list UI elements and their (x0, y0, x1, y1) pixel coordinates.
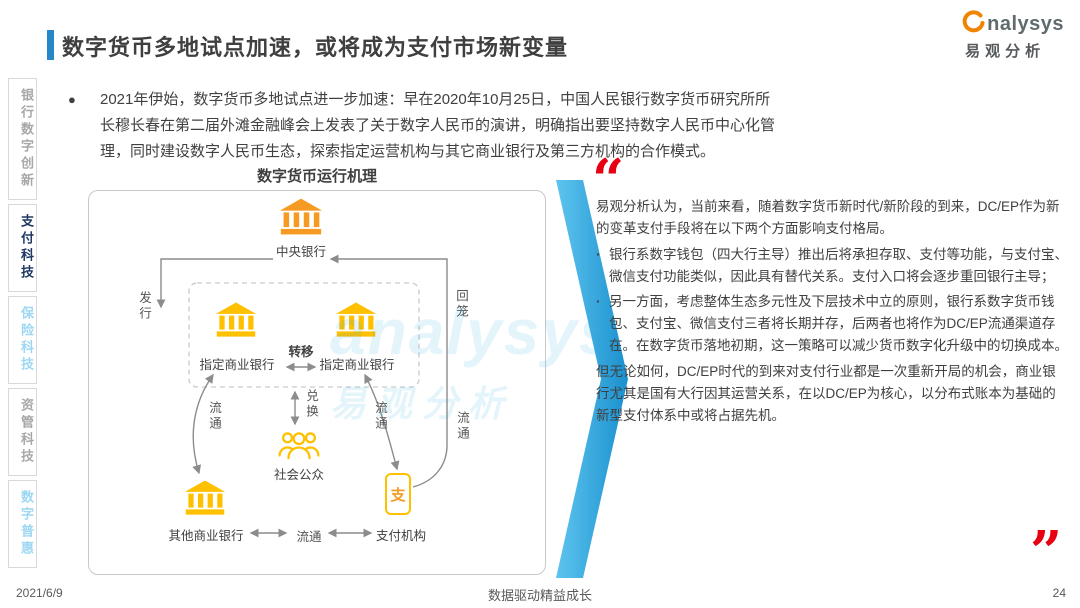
sidebar-item-insurance-tech[interactable]: 保险科技 (8, 296, 37, 384)
analysis-text-block: 易观分析认为，当前来看，随着数字货币新时代/新阶段的到来，DC/EP作为新的变革… (596, 196, 1068, 431)
payment-label: 支付机构 (375, 529, 426, 543)
issue-arrow (156, 258, 273, 309)
page-title: 数字货币多地试点加速，或将成为支付市场新变量 (62, 35, 569, 60)
open-quote-mark: “ (592, 147, 625, 213)
footer-slogan: 数据驱动精益成长 (487, 588, 592, 603)
title-accent-bar (47, 30, 54, 60)
exchange-label: 兑换 (304, 389, 318, 420)
designated-bank-right-label: 指定商业银行 (319, 358, 395, 372)
close-quote-mark: ” (1030, 519, 1063, 585)
sidebar-item-digital-inclusive[interactable]: 数字普惠 (8, 480, 37, 568)
issue-label: 发行 (137, 291, 151, 322)
brand-logo: nalysys 易观分析 (961, 10, 1064, 61)
recall-arrow (329, 254, 448, 488)
page-number: 24 (1052, 586, 1066, 600)
logo-cn-text: 易观分析 (965, 43, 1046, 60)
circulation-right-label: 流通 (373, 401, 387, 432)
analysis-tail: 但无论如何，DC/EP时代的到来对支付行业都是一次重新开局的机会，商业银行尤其是… (596, 364, 1056, 423)
logo-text: nalysys (987, 13, 1064, 35)
footer-date: 2021/6/9 (16, 586, 63, 600)
analysis-lead: 易观分析认为，当前来看，随着数字货币新时代/新阶段的到来，DC/EP作为新的变革… (596, 199, 1060, 236)
analysis-bullet-1: · 银行系数字钱包（四大行主导）推出后将承担存取、支付等功能，与支付宝、微信支付… (596, 244, 1068, 288)
circulation-left-label: 流通 (207, 401, 221, 432)
circulation-bottom-label: 流通 (296, 530, 322, 544)
bullet-text: 另一方面，考虑整体生态多元性及下层技术中立的原则，银行系数字货币钱包、支付宝、微… (609, 294, 1068, 354)
public-label: 社会公众 (273, 468, 324, 482)
circulation-left-arrow (192, 373, 214, 475)
bullet-text: 银行系数字钱包（四大行主导）推出后将承担存取、支付等功能，与支付宝、微信支付功能… (609, 246, 1068, 284)
bullet-marker: · (596, 246, 601, 262)
circulation-far-right-label: 流通 (455, 411, 469, 442)
central-bank-label: 中央银行 (275, 245, 326, 259)
sidebar-item-payment-tech[interactable]: 支付科技 (8, 204, 37, 292)
payment-icon-char: 支 (390, 486, 406, 504)
section-sidebar: 银行数字创新 支付科技 保险科技 资管科技 数字普惠 (8, 78, 37, 568)
sidebar-item-asset-tech[interactable]: 资管科技 (8, 388, 37, 476)
flow-arrow-graphic (556, 180, 628, 578)
designated-bank-left-label: 指定商业银行 (199, 358, 275, 372)
payment-phone-icon: 支 (385, 473, 411, 515)
analysys-swoosh-icon (961, 10, 985, 39)
analysis-bullet-2: · 另一方面，考虑整体生态多元性及下层技术中立的原则，银行系数字货币钱包、支付宝… (596, 291, 1068, 357)
other-bank-icon (184, 479, 226, 517)
diagram-arrows (156, 254, 448, 538)
sidebar-item-bank-digital[interactable]: 银行数字创新 (8, 78, 37, 200)
transfer-label: 转移 (288, 345, 314, 359)
intro-paragraph: ● 2021年伊始，数字货币多地试点进一步加速：早在2020年10月25日，中国… (68, 87, 780, 164)
designated-banks-dashed-box (188, 282, 420, 388)
diagram-title: 数字货币运行机理 (256, 168, 377, 185)
bullet-marker: · (596, 294, 601, 310)
circulation-right-arrow (364, 373, 400, 471)
public-people-icon (277, 427, 321, 461)
designated-bank-left-icon (215, 301, 257, 339)
recall-label: 回笼 (454, 289, 468, 320)
intro-text: 2021年伊始，数字货币多地试点进一步加速：早在2020年10月25日，中国人民… (100, 91, 776, 160)
intro-bullet-marker: ● (68, 92, 76, 107)
diagram-panel: 中央银行 指定商业银行 指定商业银行 社会公众 其他商业银行 支 支付机构 (88, 190, 546, 575)
designated-bank-right-icon (335, 301, 377, 339)
central-bank-icon (279, 197, 323, 237)
other-bank-label: 其他商业银行 (168, 529, 244, 543)
